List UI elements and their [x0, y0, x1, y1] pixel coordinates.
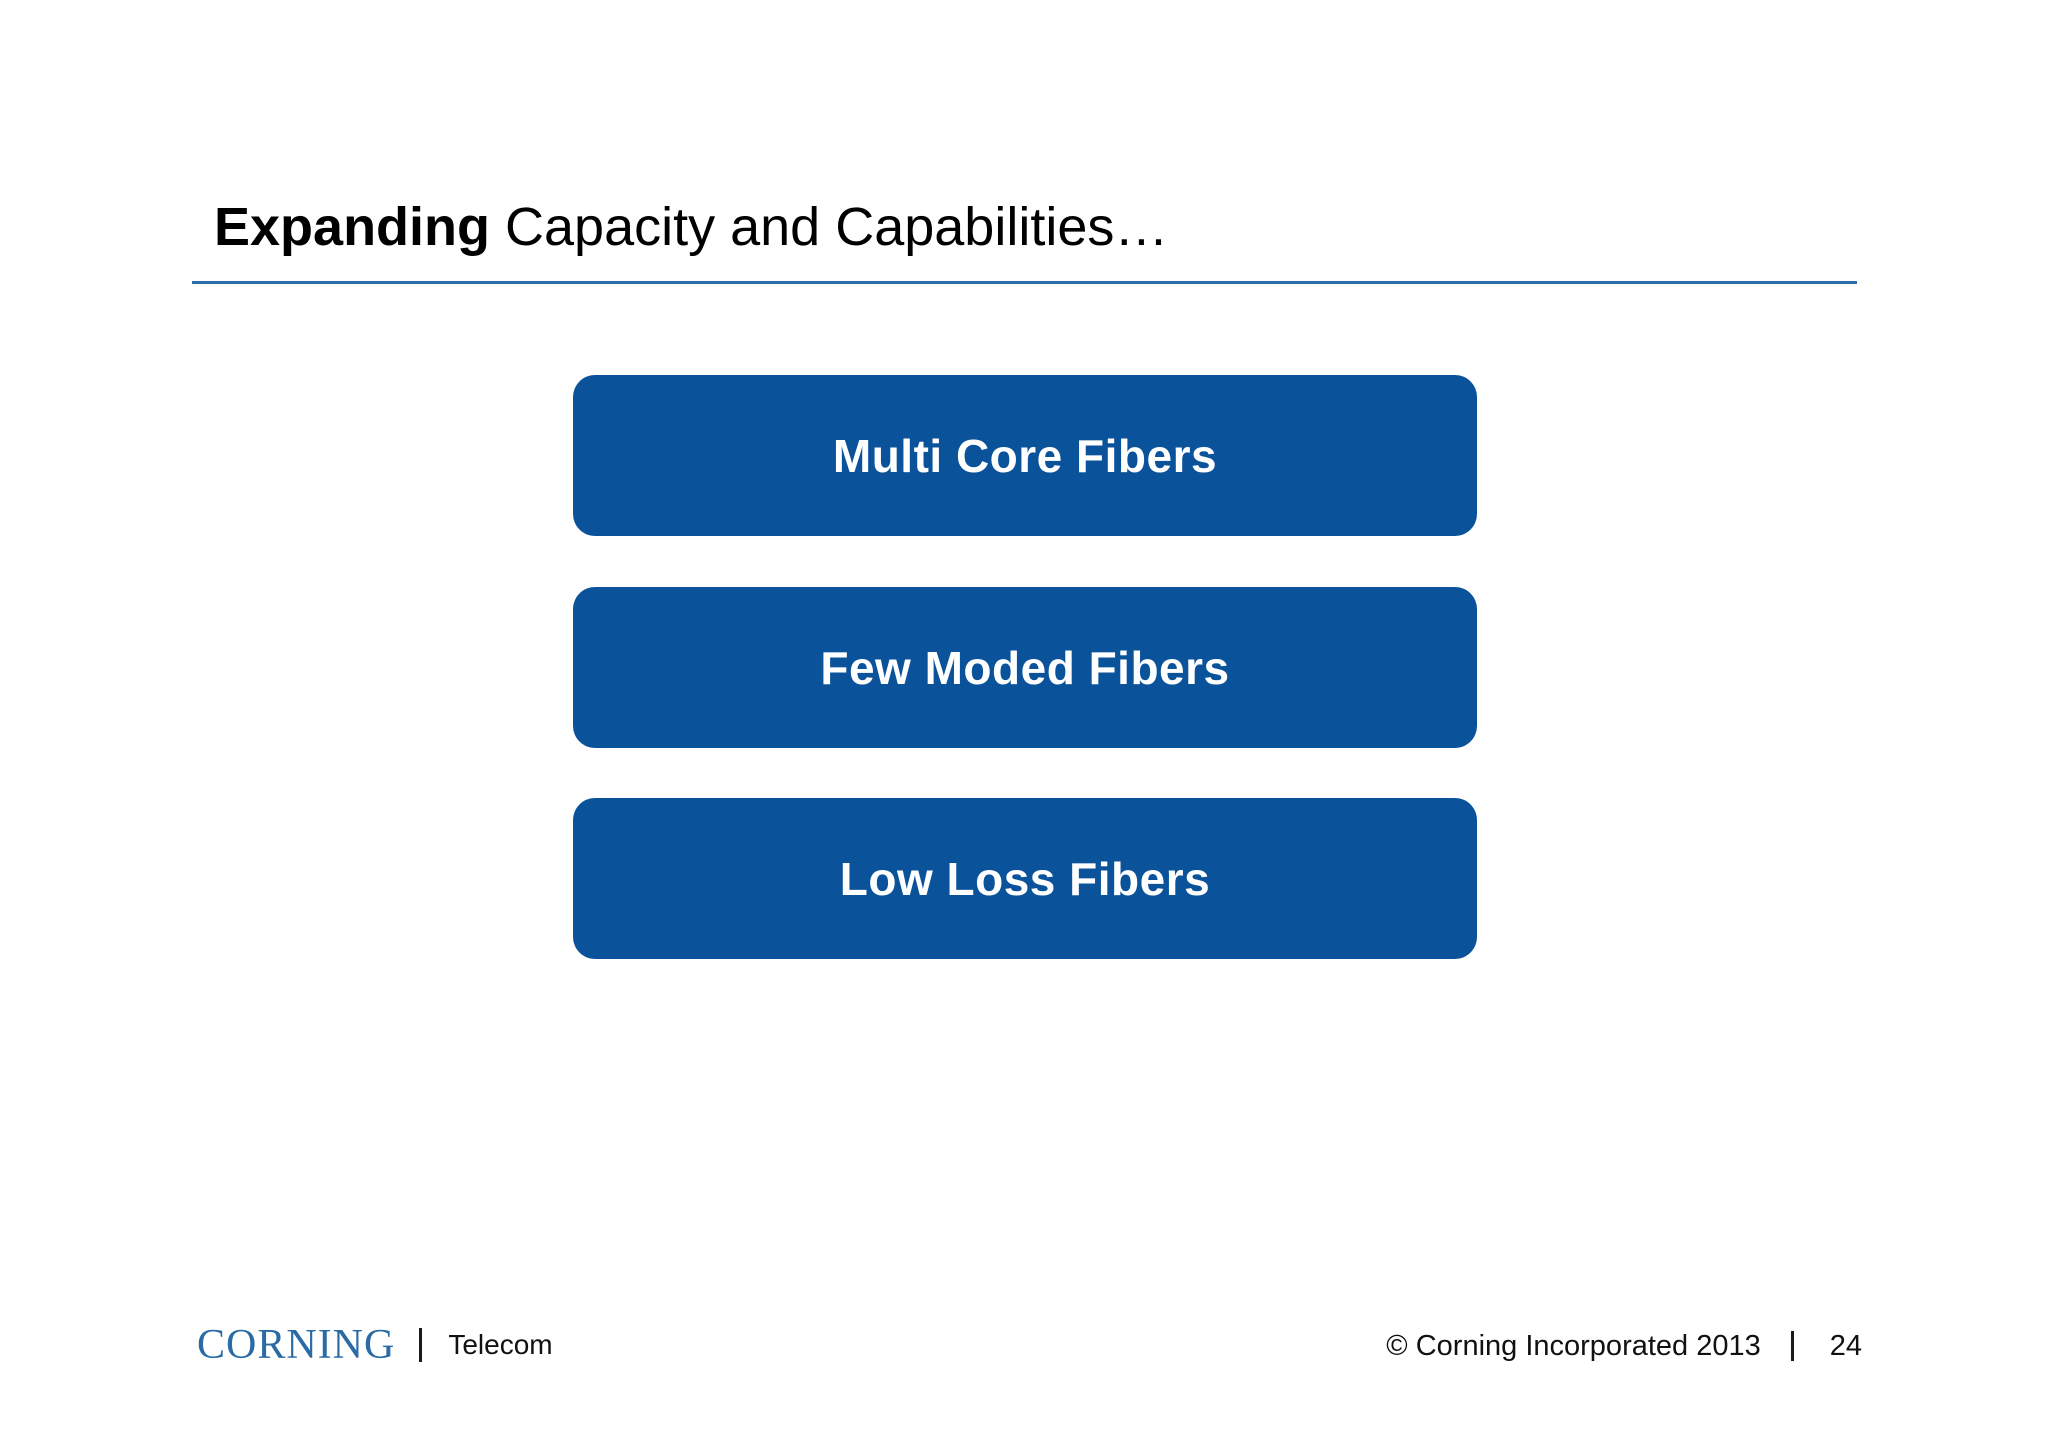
box-multi-core-fibers: Multi Core Fibers	[573, 375, 1477, 536]
footer-division-label: Telecom	[448, 1329, 553, 1360]
slide-title: Expanding Capacity and Capabilities…	[214, 196, 1168, 258]
box-multi-core-fibers-label: Multi Core Fibers	[832, 429, 1218, 482]
footer-right: © Corning Incorporated 2013 24	[1386, 1326, 1862, 1366]
box-low-loss-fibers-label: Low Loss Fibers	[839, 852, 1211, 905]
box-few-moded-fibers-label: Few Moded Fibers	[820, 641, 1230, 694]
box-few-moded-fibers: Few Moded Fibers	[573, 587, 1477, 748]
slide-title-rest: Capacity and Capabilities…	[490, 197, 1169, 257]
corning-logo: CORNING	[197, 1322, 396, 1368]
footer-separator-bar	[419, 1328, 423, 1362]
footer-copyright: © Corning Incorporated 2013	[1386, 1329, 1761, 1362]
footer-left: CORNING Telecom	[197, 1322, 553, 1368]
box-low-loss-fibers: Low Loss Fibers	[573, 798, 1477, 959]
title-underline	[192, 281, 1857, 284]
slide-title-bold: Expanding	[214, 197, 491, 257]
footer-separator-bar-right	[1790, 1331, 1794, 1361]
page-number: 24	[1829, 1329, 1862, 1362]
